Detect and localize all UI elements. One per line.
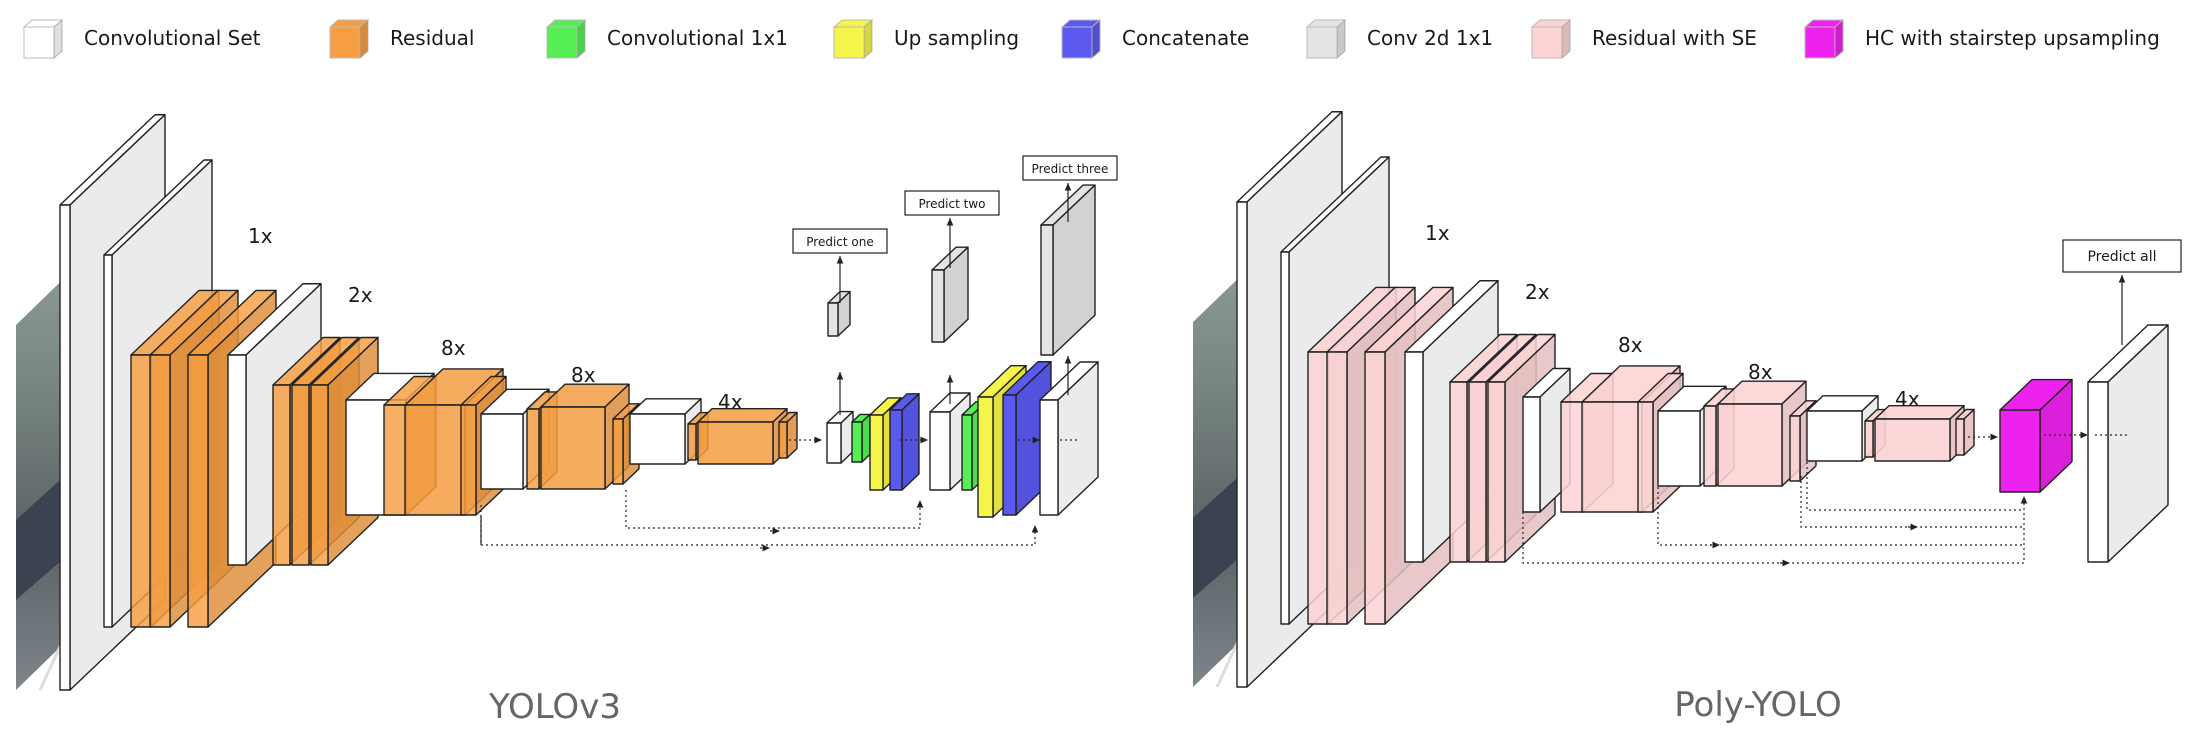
polyyolo-network: 1x 2x 8x 8x 4x Predict all Poly-YOLO	[1193, 111, 2182, 725]
connection-line	[1657, 487, 2024, 546]
legend-swatch	[1060, 18, 1102, 60]
yolov3-layer-block	[1039, 361, 1099, 516]
legend: Convolutional Set Residual Convolutional 1…	[0, 0, 2195, 80]
legend-swatch	[545, 18, 587, 60]
yolov3-predict-three-box: Predict three	[1022, 155, 1118, 181]
legend-label: HC with stairstep upsampling	[1865, 26, 2160, 50]
yolov3-network: 1x 2x 8x 8x 4x Predict one Predict two P…	[16, 114, 1118, 727]
yolov3-layer-block	[826, 410, 854, 464]
legend-swatch	[1530, 18, 1572, 60]
connection-line	[1800, 476, 2024, 528]
yolov3-predict-two-label: Predict two	[918, 197, 985, 211]
legend-label: Convolutional 1x1	[607, 26, 788, 50]
yolov3-layer-block	[629, 398, 702, 465]
connection-line	[1806, 462, 2024, 511]
legend-label: Concatenate	[1122, 26, 1250, 50]
legend-label: Residual with SE	[1592, 26, 1757, 50]
yolov3-connections	[480, 183, 1080, 552]
polyyolo-repeat-label-1: 1x	[1425, 221, 1450, 245]
legend-swatch	[1305, 18, 1347, 60]
yolov3-repeat-label-3: 8x	[441, 336, 466, 360]
yolov3-layer-block	[827, 290, 851, 337]
yolov3-predict-two-box: Predict two	[904, 190, 1000, 216]
legend-swatch	[1803, 18, 1845, 60]
polyyolo-layer-block	[1955, 408, 1975, 456]
polyyolo-repeat-label-4: 8x	[1748, 360, 1773, 384]
legend-swatch	[328, 18, 370, 60]
polyyolo-layer-block	[1874, 405, 1965, 462]
polyyolo-repeat-label-3: 8x	[1618, 333, 1643, 357]
polyyolo-title: Poly-YOLO	[1674, 685, 1841, 725]
polyyolo-repeat-label-2: 2x	[1525, 280, 1550, 304]
polyyolo-layer-block	[1999, 378, 2073, 493]
polyyolo-repeat-label-5: 4x	[1895, 387, 1920, 411]
yolov3-repeat-label-1: 1x	[248, 224, 273, 248]
legend-swatch	[832, 18, 874, 60]
connection-line	[625, 490, 924, 529]
yolov3-predict-three-label: Predict three	[1032, 162, 1109, 176]
yolov3-layer-blocks	[59, 114, 1099, 691]
legend-label: Convolutional Set	[84, 26, 261, 50]
legend-label: Residual	[390, 26, 475, 50]
polyyolo-layer-blocks	[1236, 111, 2169, 688]
yolov3-repeat-label-4: 8x	[571, 363, 596, 387]
legend-swatch	[22, 18, 64, 60]
polyyolo-predict-all-label: Predict all	[2087, 249, 2156, 265]
yolov3-layer-block	[778, 411, 798, 459]
polyyolo-layer-block	[2087, 324, 2169, 563]
yolov3-title: YOLOv3	[488, 687, 621, 727]
legend-label: Conv 2d 1x1	[1367, 26, 1494, 50]
yolov3-layer-block	[889, 393, 920, 491]
polyyolo-predict-all-box: Predict all	[2062, 239, 2182, 273]
yolov3-predict-one-label: Predict one	[806, 235, 873, 249]
yolov3-repeat-label-5: 4x	[718, 390, 743, 414]
legend-label: Up sampling	[894, 26, 1020, 50]
yolov3-layer-block	[851, 413, 871, 463]
connection-line	[1522, 496, 2028, 564]
yolov3-predict-one-box: Predict one	[792, 228, 888, 254]
yolov3-repeat-label-2: 2x	[348, 283, 373, 307]
polyyolo-connections	[1522, 275, 2130, 567]
connection-line	[480, 505, 1039, 546]
yolov3-layer-block	[1040, 184, 1096, 356]
yolov3-layer-block	[697, 408, 788, 465]
